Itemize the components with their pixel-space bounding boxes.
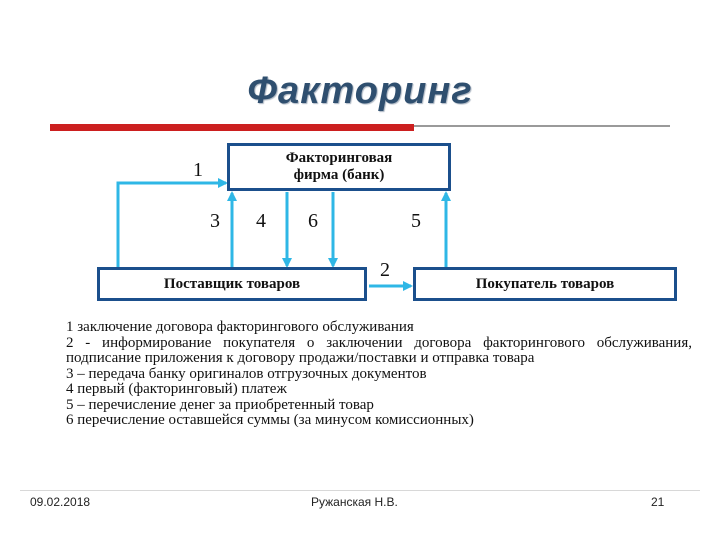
footer-page-number: 21 xyxy=(651,495,665,509)
legend-item: 3 – передача банку оригиналов отгрузочны… xyxy=(66,365,427,382)
supplier-box: Поставщик товаров xyxy=(97,267,367,301)
legend-item: 2 - информирование покупателя о заключен… xyxy=(66,334,692,366)
edge-label-3: 3 xyxy=(210,210,220,232)
edge-label-2: 2 xyxy=(380,259,390,281)
bank-label-line2: фирма (банк) xyxy=(293,167,385,183)
edge-label-5: 5 xyxy=(411,210,421,232)
legend-item: 1 заключение договора факторингового обс… xyxy=(66,319,414,335)
footer-author: Ружанская Н.В. xyxy=(311,495,398,509)
edge-label-1: 1 xyxy=(193,159,203,181)
edge-label-4: 4 xyxy=(256,210,266,232)
legend-item: 5 – перечисление денег за приобретенный … xyxy=(66,396,374,413)
legend-item: 4 первый (факторинговый) платеж xyxy=(66,381,287,397)
legend-list: 1 заключение договора факторингового обс… xyxy=(66,319,692,429)
title-rule-red xyxy=(50,124,414,131)
edge-label-6: 6 xyxy=(308,210,318,232)
footer-divider xyxy=(20,490,700,491)
title-rule-gray xyxy=(414,125,670,127)
buyer-box: Покупатель товаров xyxy=(413,267,677,301)
factoring-bank-box: Факторинговая фирма (банк) xyxy=(227,143,451,191)
legend-item: 6 перечисление оставшейся суммы (за мину… xyxy=(66,412,474,428)
footer-date: 09.02.2018 xyxy=(30,495,91,509)
slide-title: Факторинг xyxy=(247,70,473,112)
arrow-1-contract xyxy=(116,178,228,268)
bank-label-line1: Факторинговая xyxy=(285,150,393,166)
